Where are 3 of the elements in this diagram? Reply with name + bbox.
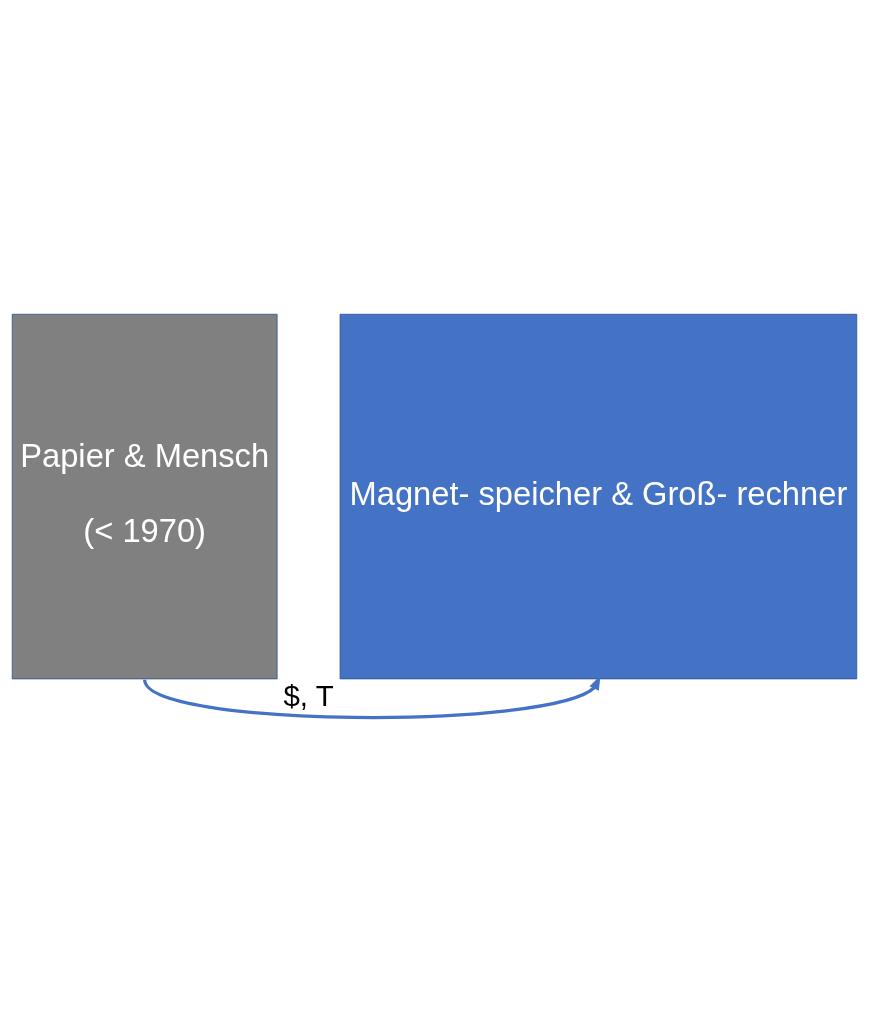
- edge-label: $, T: [283, 678, 334, 712]
- node-box: Magnet- speicher & Groß- rechner: [339, 313, 858, 679]
- node-box: Papier & Mensch (< 1970): [11, 313, 278, 679]
